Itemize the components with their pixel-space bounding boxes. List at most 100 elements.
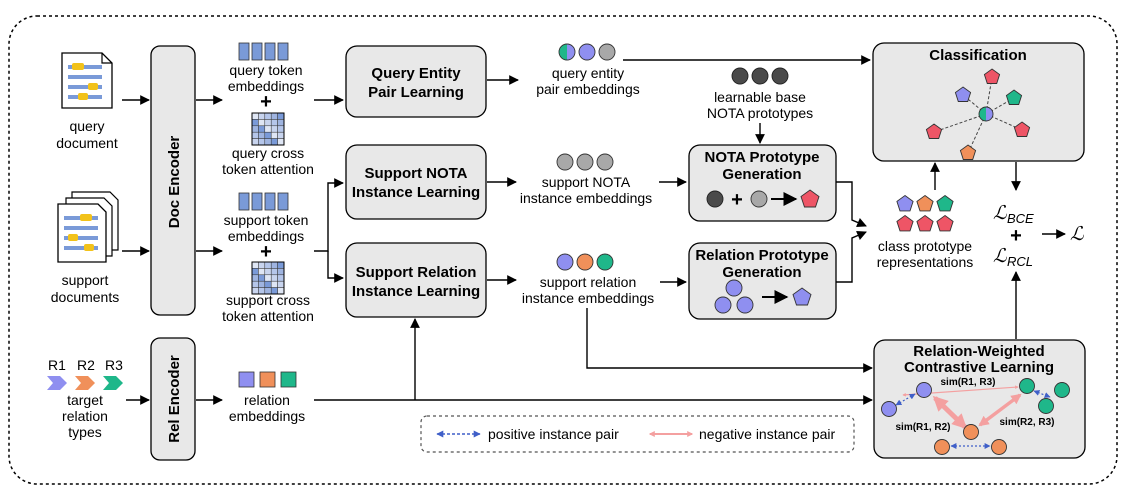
support-nota-embeddings-icon xyxy=(556,153,614,171)
nota-base-label-1: learnable base xyxy=(714,89,806,105)
support-nota-title-1: Support NOTA xyxy=(364,165,467,182)
query-pair-embeddings-icon xyxy=(558,43,616,61)
relation-embeddings-label-1: relation xyxy=(244,392,290,408)
relation-embedding-r1 xyxy=(238,371,255,388)
rel-encoder-label: Rel Encoder xyxy=(166,355,183,443)
arrow-nota-gen-to-proto xyxy=(836,181,867,228)
rel-gen-title-1: Relation Prototype xyxy=(695,247,828,264)
r1-chevron-icon xyxy=(47,376,67,390)
nota-dark-circle xyxy=(706,190,724,208)
relation-type-r2: R2 xyxy=(77,357,95,373)
classification-graph xyxy=(925,68,1031,160)
relation-embedding-r3 xyxy=(280,371,297,388)
relation-embeddings-label-2: embeddings xyxy=(229,408,305,424)
loss-bce-subscript: BCE xyxy=(1007,211,1034,226)
support-token-label-1: support token xyxy=(224,212,309,228)
legend-positive-label: positive instance pair xyxy=(488,426,619,442)
r3-chevron-icon xyxy=(103,376,123,390)
sim-r2-r3-label: sim(R2, R3) xyxy=(999,417,1054,428)
sim-r1-r3-label: sim(R1, R3) xyxy=(940,377,995,388)
query-pair-title-2: Pair Learning xyxy=(368,84,464,101)
support-relation-learning-box xyxy=(345,242,487,318)
nota-gen-plus: + xyxy=(731,189,743,211)
contrastive-title-2: Contrastive Learning xyxy=(904,359,1054,376)
support-documents-label-2: documents xyxy=(51,289,119,305)
nota-prototype-generation-box xyxy=(688,144,837,222)
query-attn-label-2: token attention xyxy=(222,161,314,177)
arrow-rel-gen-to-proto xyxy=(836,230,867,283)
legend-box xyxy=(420,415,855,453)
nota-gen-title-1: NOTA Prototype xyxy=(705,149,820,166)
rel-pentagon-icon xyxy=(792,287,812,306)
query-token-label-2: embeddings xyxy=(228,78,304,94)
arrow-to-support-rel xyxy=(327,251,344,283)
nota-pentagon-icon xyxy=(800,189,820,208)
query-attention-grid-icon xyxy=(251,112,285,146)
support-token-embeddings-icon xyxy=(238,192,289,211)
query-attn-label-1: query cross xyxy=(232,145,304,161)
rel-encoder-box xyxy=(150,337,196,461)
rel-gen-title-2: Generation xyxy=(722,264,801,281)
support-attn-label-1: support cross xyxy=(226,292,310,308)
query-token-embeddings-icon xyxy=(238,42,289,61)
query-pair-emb-label-2: pair embeddings xyxy=(536,81,640,97)
support-nota-title-2: Instance Learning xyxy=(352,184,480,201)
query-plus: + xyxy=(260,91,272,113)
support-nota-emb-label-1: support NOTA xyxy=(542,174,631,190)
support-token-label-2: embeddings xyxy=(228,228,304,244)
nota-grey-circle xyxy=(750,190,768,208)
arrow-to-support-nota xyxy=(314,178,344,252)
support-nota-emb-label-2: instance embeddings xyxy=(520,190,652,206)
class-proto-label-2: representations xyxy=(877,254,974,270)
loss-rcl-subscript: RCL xyxy=(1007,254,1033,269)
sim-r1-r2-label: sim(R1, R2) xyxy=(895,422,950,433)
support-nota-learning-box xyxy=(345,144,487,220)
query-pair-emb-label-1: query entity xyxy=(552,65,624,81)
loss-bce-symbol: ℒ xyxy=(993,203,1008,224)
nota-gen-title-2: Generation xyxy=(722,166,801,183)
support-rel-emb-label-2: instance embeddings xyxy=(522,290,654,306)
rel-gen-circle-1 xyxy=(725,279,743,297)
target-types-label-3: types xyxy=(68,424,101,440)
classification-title: Classification xyxy=(929,47,1027,64)
class-prototypes-icon xyxy=(896,194,954,232)
support-attention-grid-icon xyxy=(251,261,285,295)
classification-box xyxy=(872,42,1085,162)
loss-rcl-symbol: ℒ xyxy=(993,246,1008,267)
relation-type-r3: R3 xyxy=(105,357,123,373)
arrow-rel-to-contrastive xyxy=(586,308,873,373)
query-pair-title-1: Query Entity xyxy=(371,65,461,82)
query-document-label-1: query xyxy=(69,118,104,134)
rel-gen-circle-3 xyxy=(736,296,754,314)
nota-base-label-2: NOTA prototypes xyxy=(707,105,813,121)
support-rel-emb-label-1: support relation xyxy=(540,274,637,290)
legend-negative-label: negative instance pair xyxy=(699,426,836,442)
total-loss-symbol: ℒ xyxy=(1070,224,1085,245)
target-types-label-1: target xyxy=(67,392,103,408)
support-plus: + xyxy=(260,241,272,263)
support-attn-label-2: token attention xyxy=(222,308,314,324)
query-document-icon xyxy=(61,52,113,109)
support-documents-label-1: support xyxy=(62,272,109,288)
support-rel-title-1: Support Relation xyxy=(356,264,477,281)
outer-frame xyxy=(8,15,1118,485)
loss-plus: + xyxy=(1010,225,1022,247)
query-pair-learning-box xyxy=(345,45,487,118)
support-documents-icon xyxy=(57,191,119,263)
contrastive-graph xyxy=(881,378,1070,455)
r2-chevron-icon xyxy=(75,376,95,390)
relation-type-r1: R1 xyxy=(48,357,66,373)
support-rel-title-2: Instance Learning xyxy=(352,283,480,300)
nota-base-prototypes-icon xyxy=(731,67,789,85)
support-relation-embeddings-icon xyxy=(556,253,614,271)
class-proto-label-1: class prototype xyxy=(878,238,972,254)
doc-encoder-box xyxy=(150,45,196,316)
target-types-label-2: relation xyxy=(62,408,108,424)
doc-encoder-label: Doc Encoder xyxy=(166,136,183,229)
rel-gen-circle-2 xyxy=(714,296,732,314)
query-token-label-1: query token xyxy=(229,62,302,78)
query-document-label-2: document xyxy=(56,135,118,151)
contrastive-title-1: Relation-Weighted xyxy=(913,343,1044,360)
relation-embedding-r2 xyxy=(259,371,276,388)
